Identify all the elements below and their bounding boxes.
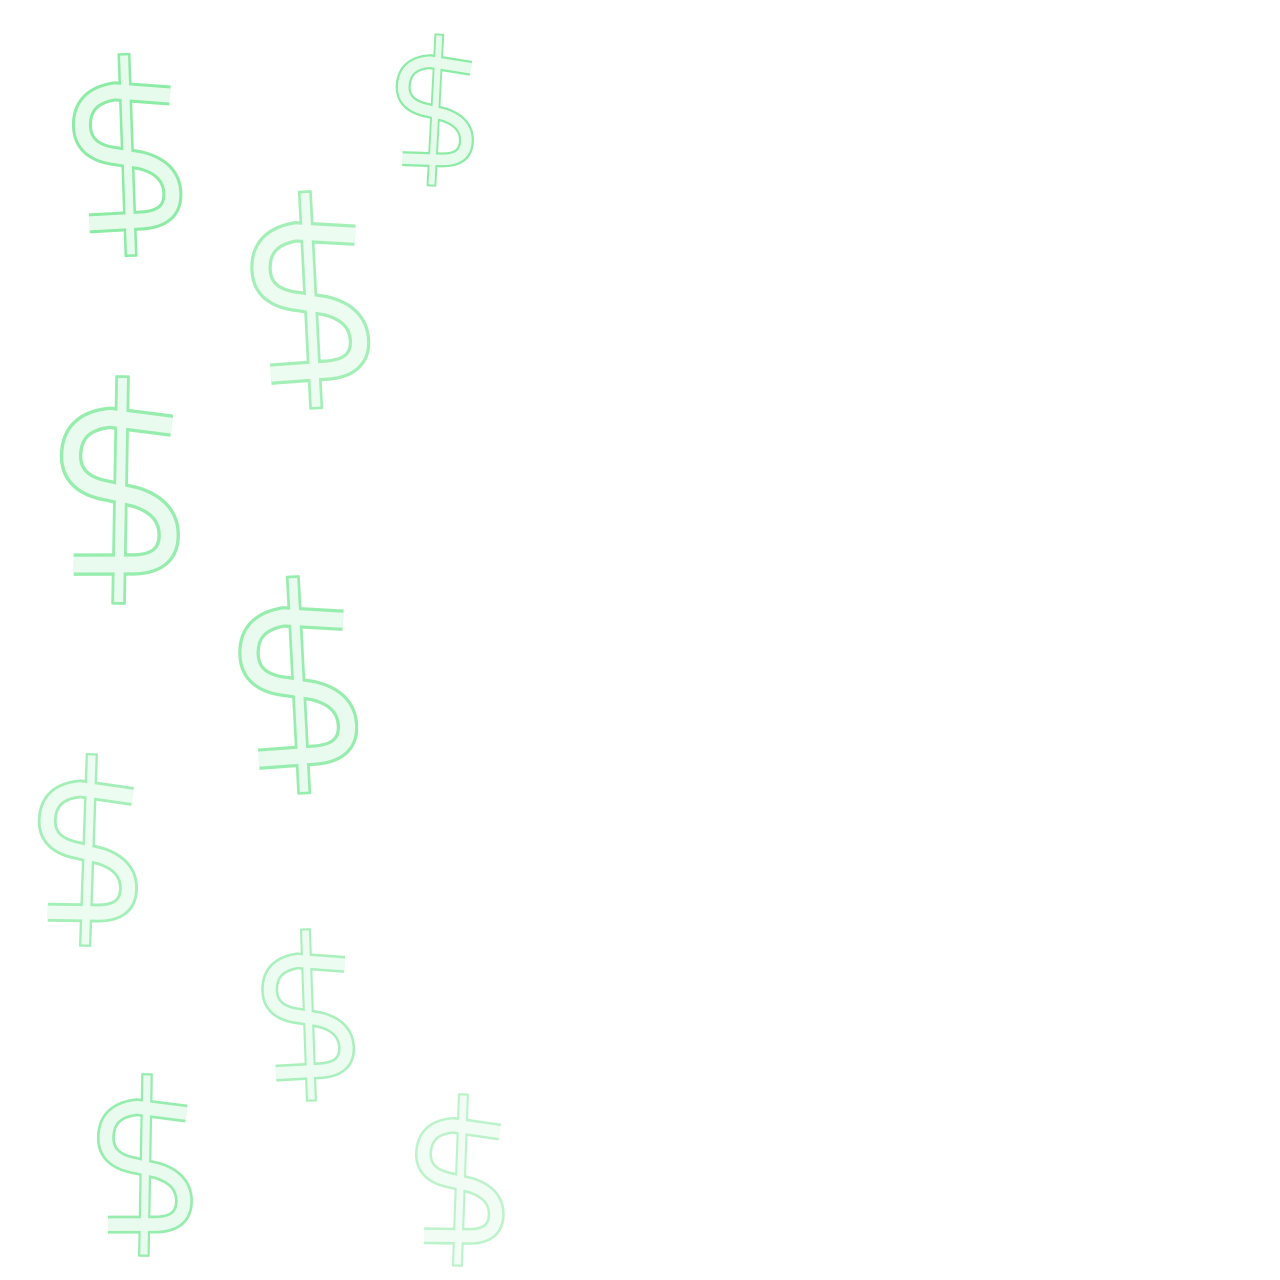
dollar-sign-icon: [69, 374, 173, 605]
dollar-sign-icon: [79, 51, 175, 258]
dollar-sign-icon: [104, 1073, 187, 1258]
dollar-sign-icon: [257, 188, 364, 412]
dollar-sign-icon: [398, 32, 473, 188]
dollar-sign-icon: [245, 573, 352, 797]
dollar-sign-icon: [43, 752, 134, 949]
dollar-sign-icon: [268, 927, 350, 1103]
dollar-sign-icon: [420, 1092, 502, 1268]
